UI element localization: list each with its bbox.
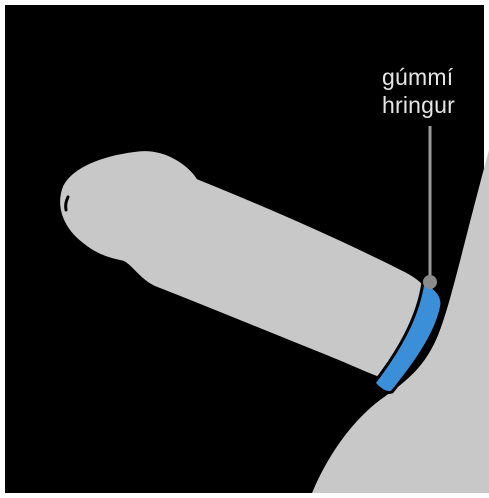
ring-callout-label: gúmmí hringur xyxy=(382,63,482,119)
callout-leader-dot xyxy=(423,275,437,289)
callout-label-line-2: hringur xyxy=(382,91,482,119)
callout-label-line-1: gúmmí xyxy=(382,63,482,91)
